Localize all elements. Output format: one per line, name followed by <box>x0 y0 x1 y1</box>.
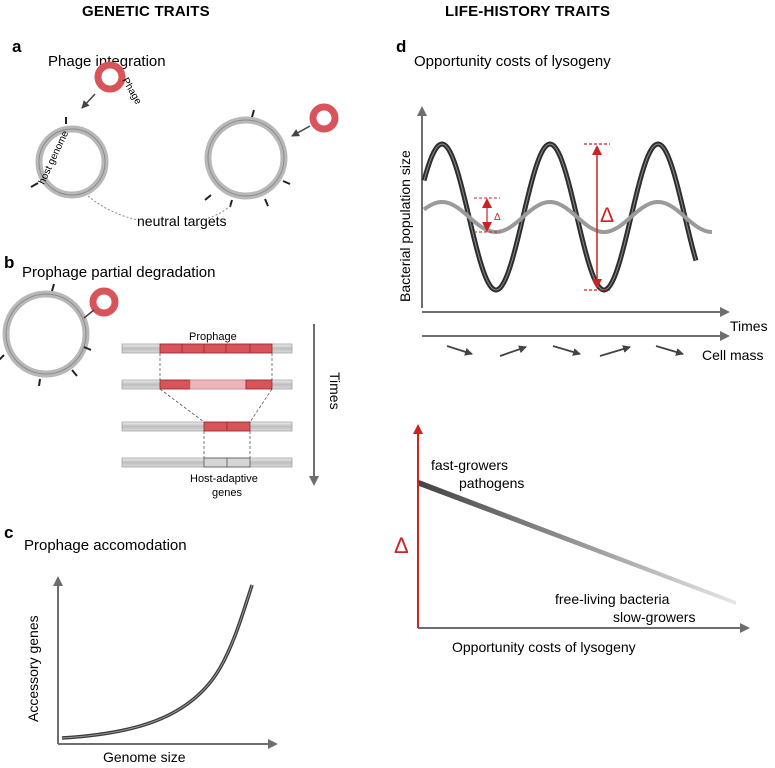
cell-mass-arrow <box>446 345 473 356</box>
neutral-targets-link <box>207 203 233 219</box>
delta-large-label: Δ <box>600 204 614 227</box>
delta-small-label: Δ <box>494 212 501 223</box>
neutral-target-tick <box>204 194 212 201</box>
cell-mass-arrow <box>655 345 684 356</box>
panel-d-time-label: Times <box>730 318 768 334</box>
neutral-target-tick <box>264 198 269 207</box>
label-fast-growers: fast-growers <box>431 457 508 473</box>
panel-c-letter: c <box>4 523 13 542</box>
phage-attach-line <box>83 309 95 319</box>
time-label: Times <box>327 372 343 410</box>
host-adaptive-label-2: genes <box>212 487 242 499</box>
neutral-target-tick <box>51 283 55 292</box>
panel-d-mass-label: Cell mass <box>702 347 763 363</box>
heading-genetic-traits: GENETIC TRAITS <box>82 3 210 20</box>
panel-b: b Prophage partial degradation Prophage <box>0 253 343 499</box>
panel-c-xlabel: Genome size <box>103 749 186 765</box>
host-adaptive-label-1: Host-adaptive <box>190 473 258 485</box>
cell-mass-arrow <box>499 345 527 357</box>
neutral-target-tick <box>251 109 255 118</box>
phage-circle-3 <box>89 287 119 317</box>
panel-d-letter: d <box>396 37 406 56</box>
neutral-targets-label: neutral targets <box>137 213 227 229</box>
panel-e-xlabel: Opportunity costs of lysogeny <box>452 639 636 655</box>
neutral-targets-link <box>87 195 139 221</box>
label-pathogens: pathogens <box>459 475 524 491</box>
panel-a-title: Phage integration <box>48 53 166 70</box>
phage-circle-2 <box>309 103 339 133</box>
panel-c-title: Prophage accomodation <box>24 537 187 554</box>
neutral-target-tick <box>71 369 78 377</box>
panel-d-title: Opportunity costs of lysogeny <box>414 53 611 70</box>
cell-mass-arrow <box>599 345 631 357</box>
population-curve-large <box>421 141 699 293</box>
panel-d: d Opportunity costs of lysogeny Times Ce… <box>396 37 768 363</box>
phage-circle-1 <box>94 61 126 93</box>
prophage-segment-2a <box>159 379 191 390</box>
panel-e-ylabel: Δ <box>394 533 409 558</box>
phage-attach-line <box>291 125 311 137</box>
prophage-segment-2b <box>189 379 247 390</box>
neutral-target-tick <box>282 180 291 185</box>
panel-c-ylabel: Accessory genes <box>25 615 41 722</box>
neutral-target-tick <box>83 346 92 351</box>
costs-trend-wedge <box>419 480 736 605</box>
panel-d-ylabel: Bacterial population size <box>397 150 413 302</box>
panel-c: c Prophage accomodation Genome size Acce… <box>4 523 278 765</box>
panel-e: Δ Opportunity costs of lysogeny fast-gro… <box>394 424 750 655</box>
population-curve-small <box>422 199 713 235</box>
cell-mass-arrow <box>552 345 581 356</box>
panel-b-title: Prophage partial degradation <box>22 264 215 281</box>
label-slow-growers: slow-growers <box>613 609 695 625</box>
neutral-target-tick <box>0 354 5 361</box>
population-curve-large-highlight <box>423 143 697 291</box>
heading-life-history-traits: LIFE-HISTORY TRAITS <box>445 3 610 20</box>
label-free-living-bacteria: free-living bacteria <box>555 591 670 607</box>
phage-label: Phage <box>119 76 143 107</box>
panel-a: a Phage integration Phage host genome ne… <box>12 37 339 229</box>
prophage-segment-1 <box>159 343 273 354</box>
prophage-segment-2c <box>245 379 273 390</box>
panel-a-letter: a <box>12 37 22 56</box>
prophage-label: Prophage <box>189 331 237 343</box>
neutral-target-tick <box>30 182 39 188</box>
phage-attach-line <box>81 93 96 109</box>
neutral-target-tick <box>38 378 41 387</box>
panel-b-letter: b <box>4 253 14 272</box>
